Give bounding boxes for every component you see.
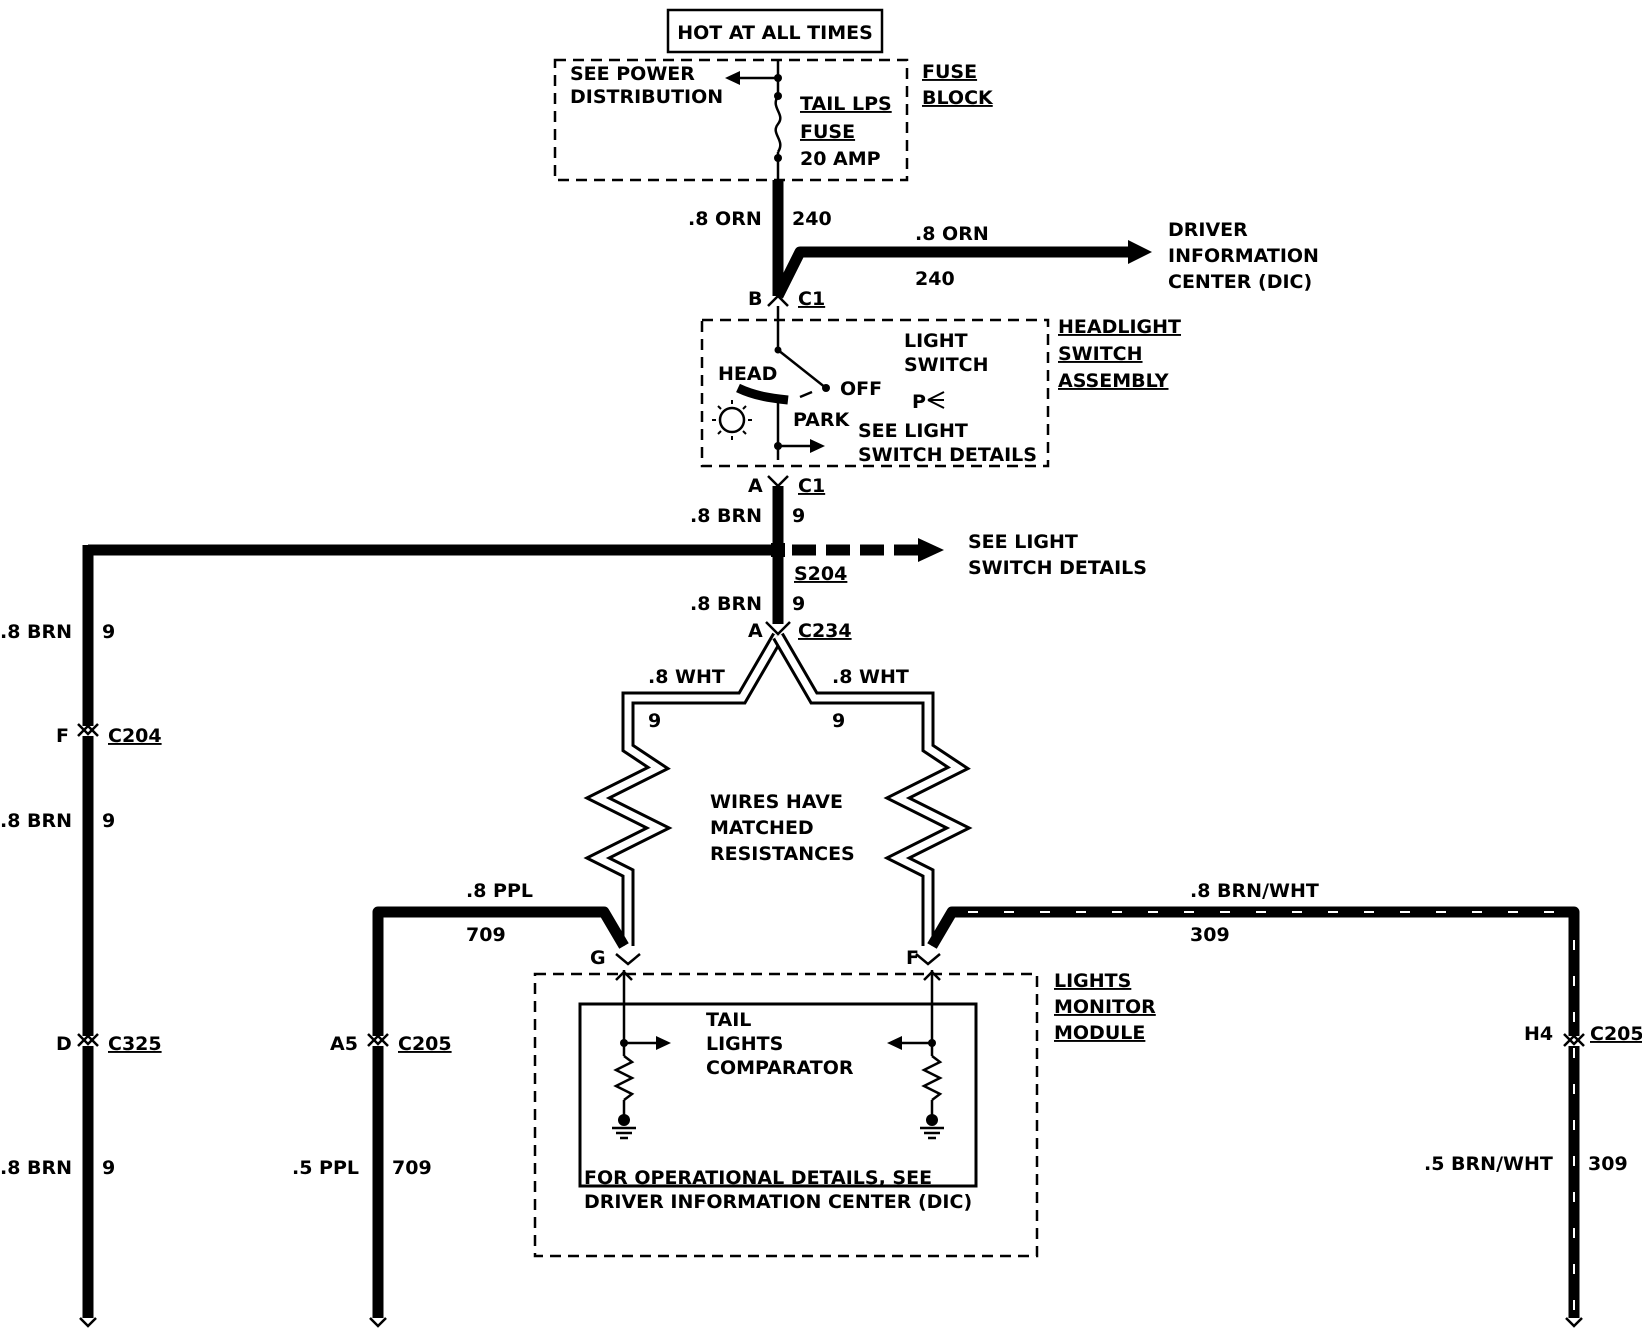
see-power-arrow-icon — [725, 71, 740, 85]
diagram-label: .5 BRN/WHT — [1424, 1153, 1553, 1175]
diagram-label: C205 — [398, 1033, 452, 1055]
diagram-label: BLOCK — [922, 87, 994, 109]
diagram-label: 9 — [102, 810, 115, 832]
diagram-label: .8 PPL — [466, 880, 533, 902]
diagram-label: A — [748, 620, 763, 642]
hot-label: HOT AT ALL TIMES — [677, 22, 873, 44]
diagram-label: H4 — [1524, 1023, 1553, 1045]
diagram-label: D — [56, 1033, 72, 1055]
diagram-label: 9 — [648, 710, 661, 732]
diagram-label: F — [56, 725, 69, 747]
headlight-switch-title: HEADLIGHT — [1058, 316, 1181, 338]
diagram-label: SWITCH — [1058, 343, 1143, 365]
diagram-label: .8 BRN — [690, 505, 762, 527]
resistor-right-icon — [921, 1055, 943, 1101]
headlamp-icon — [718, 406, 746, 434]
diagram-label: 309 — [1190, 924, 1230, 946]
tail-lights-comparator-box — [578, 1002, 978, 1188]
hot-at-all-times-box: HOT AT ALL TIMES — [666, 8, 884, 54]
diagram-label: 709 — [466, 924, 506, 946]
diagram-label: LIGHT — [904, 330, 968, 352]
diagram-label: DISTRIBUTION — [570, 86, 723, 108]
diagram-label: RESISTANCES — [710, 843, 855, 865]
diagram-label: 240 — [792, 208, 832, 230]
diagram-label: SWITCH DETAILS — [858, 444, 1037, 466]
diagram-label: SWITCH DETAILS — [968, 557, 1147, 579]
diagram-label: MODULE — [1054, 1022, 1145, 1044]
diagram-label: MONITOR — [1054, 996, 1156, 1018]
diagram-label: 9 — [832, 710, 845, 732]
diagram-label: .8 ORN — [915, 223, 989, 245]
diagram-label: .5 PPL — [292, 1157, 359, 1179]
diagram-label: 240 — [915, 268, 955, 290]
matched-resistance-wires: .8 WHT 9 .8 WHT 9 WIRES HAVE MATCHED RES… — [583, 632, 973, 946]
wire-709 — [372, 906, 629, 1318]
diagram-label: WIRES HAVE — [710, 791, 843, 813]
diagram-label: .8 ORN — [688, 208, 762, 230]
diagram-label: INFORMATION — [1168, 245, 1319, 267]
diagram-label: F — [906, 947, 919, 969]
diagram-label: .8 BRN/WHT — [1190, 880, 1319, 902]
switch-lever — [777, 349, 827, 389]
diagram-label: FOR OPERATIONAL DETAILS, SEE — [584, 1167, 932, 1189]
diagram-label: .8 WHT — [648, 666, 725, 688]
diagram-label: 9 — [102, 1157, 115, 1179]
diagram-label: 709 — [392, 1157, 432, 1179]
park-lamp-icon: P — [912, 391, 926, 413]
diagram-label: .8 WHT — [832, 666, 909, 688]
diagram-label: 20 AMP — [800, 148, 881, 170]
diagram-label: 9 — [792, 593, 805, 615]
diagram-label: SEE LIGHT — [858, 420, 968, 442]
diagram-label: HEAD — [718, 363, 777, 385]
diagram-label: DRIVER INFORMATION CENTER (DIC) — [584, 1191, 972, 1213]
diagram-label: CENTER (DIC) — [1168, 271, 1312, 293]
head-contact — [736, 383, 789, 405]
diagram-label: A — [748, 475, 763, 497]
diagram-label: .8 BRN — [0, 810, 72, 832]
diagram-label: C1 — [798, 288, 825, 310]
diagram-label: SEE LIGHT — [968, 531, 1078, 553]
diagram-label: 9 — [102, 621, 115, 643]
diagram-label: TAIL LPS — [800, 93, 892, 115]
diagram-label: C204 — [108, 725, 162, 747]
diagram-label: C234 — [798, 620, 852, 642]
diagram-label: PARK — [793, 409, 851, 431]
diagram-label: LIGHTS — [706, 1033, 783, 1055]
diagram-label: OFF — [840, 378, 882, 400]
fuse-icon — [774, 95, 782, 153]
diagram-label: ASSEMBLY — [1058, 370, 1169, 392]
see-details-arrow-icon — [918, 538, 944, 562]
diagram-label: MATCHED — [710, 817, 814, 839]
diagram-label: 9 — [792, 505, 805, 527]
diagram-label: A5 — [330, 1033, 358, 1055]
diagram-label: C325 — [108, 1033, 162, 1055]
fuse-block: SEE POWER DISTRIBUTION TAIL LPS FUSE 20 … — [553, 58, 994, 182]
splice-s204 — [771, 543, 785, 557]
diagram-label: C205 — [1590, 1023, 1642, 1045]
dic-arrow-icon — [1128, 240, 1152, 264]
diagram-label: FUSE — [800, 121, 855, 143]
diagram-label: .8 BRN — [690, 593, 762, 615]
diagram-label: COMPARATOR — [706, 1057, 854, 1079]
diagram-label: 309 — [1588, 1153, 1628, 1175]
diagram-label: SEE POWER — [570, 63, 695, 85]
diagram-label: G — [590, 947, 606, 969]
diagram-label: DRIVER — [1168, 219, 1248, 241]
fuse-block-title: FUSE — [922, 61, 977, 83]
diagram-label: S204 — [794, 563, 847, 585]
headlight-switch-assembly: HEAD OFF PARK LIGHT SWITCH P SEE LIGHT S… — [700, 306, 1181, 468]
wire-240-branch — [773, 246, 1130, 299]
lights-monitor-title: LIGHTS — [1054, 970, 1131, 992]
diagram-label: B — [748, 288, 762, 310]
lights-monitor-module: TAIL LIGHTS COMPARATOR FOR OPERATIONAL D… — [533, 970, 1156, 1258]
diagram-label: SWITCH — [904, 354, 989, 376]
resistor-left-icon — [613, 1055, 635, 1101]
diagram-label: TAIL — [706, 1009, 751, 1031]
diagram-label: .8 BRN — [0, 621, 72, 643]
diagram-label: C1 — [798, 475, 825, 497]
diagram-label: .8 BRN — [0, 1157, 72, 1179]
